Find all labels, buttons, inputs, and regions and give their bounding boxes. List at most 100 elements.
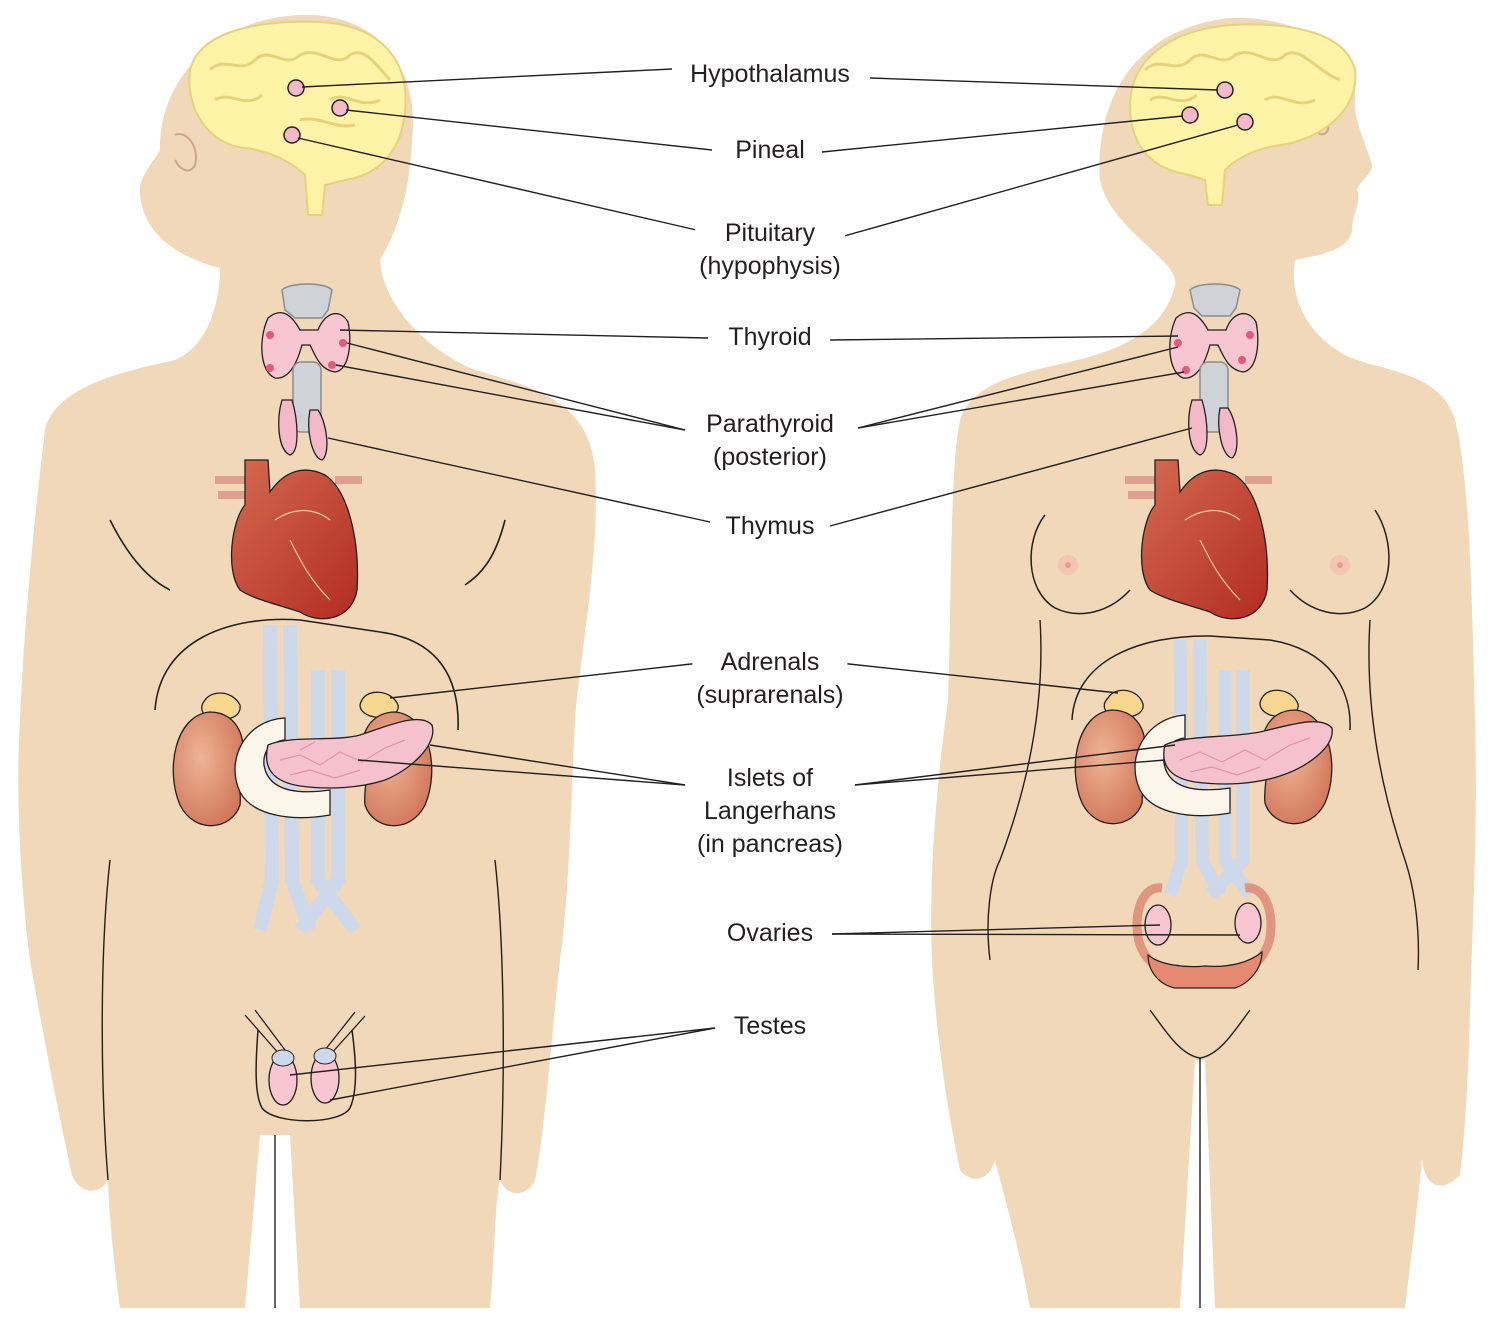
label-thymus-text: Thymus <box>725 512 815 540</box>
male-arm-line-right <box>494 859 504 1181</box>
female-larynx <box>1189 283 1241 317</box>
leader-islets-female-2 <box>854 759 1166 786</box>
leader-pineal-male <box>345 109 713 151</box>
male-epididymis <box>313 1047 337 1065</box>
male-thyroid-gland <box>261 312 351 379</box>
female-thymus-gland <box>1188 399 1238 459</box>
label-testes: Testes <box>729 1010 811 1043</box>
female-pineal-gland <box>1181 106 1199 124</box>
male-duodenum <box>234 717 331 819</box>
female-pancreas-texture <box>1179 737 1311 776</box>
label-hypothalamus-text: Hypothalamus <box>690 60 850 88</box>
label-adrenals-line2: (suprarenals) <box>696 681 844 709</box>
male-pituitary-gland <box>283 126 301 144</box>
leader-parathyroid-female-2 <box>857 371 1185 429</box>
female-ovary-right <box>1234 902 1262 944</box>
leader-islets-female-1 <box>854 744 1176 786</box>
label-adrenals-line1: Adrenals <box>720 648 820 676</box>
label-adrenals: Adrenals (suprarenals) <box>692 646 848 712</box>
male-parathyroid-dot <box>266 331 274 339</box>
female-parathyroid-dot <box>1174 339 1182 347</box>
male-epididymis <box>271 1049 295 1067</box>
label-pituitary-line2: (hypophysis) <box>699 252 841 280</box>
leader-thymus-female <box>829 427 1193 527</box>
leader-lines <box>289 68 1241 1101</box>
leader-adrenal-female <box>839 662 1119 694</box>
female-parathyroid-dot <box>1238 356 1246 364</box>
male-larynx <box>281 283 333 319</box>
leader-thyroid-male <box>339 329 709 339</box>
male-hypothalamus-gland <box>287 79 305 97</box>
female-waist-line-left <box>987 619 1042 961</box>
male-figure <box>18 14 596 1309</box>
male-parathyroid-dot <box>266 364 274 372</box>
female-aorta-vessels <box>1163 639 1256 900</box>
female-nipple-left-center <box>1065 562 1071 568</box>
leader-ovaries-2 <box>831 933 1241 936</box>
leader-ovaries-1 <box>831 924 1161 935</box>
female-parathyroid-dot <box>1246 331 1254 339</box>
label-ovaries-text: Ovaries <box>726 919 814 947</box>
label-islets-line3: (in pancreas) <box>697 830 843 858</box>
label-parathyroid: Parathyroid (posterior) <box>702 408 838 474</box>
male-parathyroid-dot <box>339 339 347 347</box>
male-body-silhouette <box>18 14 596 1309</box>
male-scrotum <box>255 1029 357 1122</box>
label-testes-text: Testes <box>733 1012 807 1040</box>
label-pineal: Pineal <box>731 134 809 167</box>
female-breast-right <box>1289 509 1390 615</box>
female-heart <box>1140 459 1269 620</box>
leader-islets-male-1 <box>429 744 686 786</box>
female-uterus <box>1147 950 1263 989</box>
male-pancreas-texture <box>279 739 406 779</box>
leader-pineal-female <box>821 115 1184 153</box>
female-hypothalamus-gland <box>1216 81 1234 99</box>
leader-pituitary-male <box>297 137 706 233</box>
label-parathyroid-line1: Parathyroid <box>706 410 834 438</box>
male-parathyroid-dot <box>328 361 336 369</box>
male-aorta-vessels <box>253 624 361 935</box>
leader-parathyroid-male-1 <box>346 342 686 431</box>
leader-testes-2 <box>329 1027 716 1101</box>
label-parathyroid-line2: (posterior) <box>713 443 827 471</box>
label-pineal-text: Pineal <box>735 136 805 164</box>
male-ribcage-line <box>154 618 459 731</box>
female-figure <box>931 17 1476 1309</box>
label-thymus: Thymus <box>721 510 819 543</box>
leader-parathyroid-female-1 <box>857 346 1179 429</box>
label-ovaries: Ovaries <box>722 917 818 950</box>
female-nipple-right-center <box>1337 562 1343 568</box>
male-heart <box>230 459 359 620</box>
female-thyroid-gland <box>1169 312 1259 379</box>
male-thymus-gland <box>278 399 328 461</box>
label-islets: Islets of Langerhans (in pancreas) <box>693 762 847 861</box>
male-brain-gyri <box>208 51 392 128</box>
leader-hypothalamus-female <box>869 77 1219 91</box>
female-pituitary-gland <box>1236 113 1254 131</box>
male-ear <box>174 133 197 172</box>
leader-thyroid-female <box>829 335 1179 341</box>
female-ribcage-line <box>1071 635 1351 731</box>
label-thyroid-text: Thyroid <box>728 323 812 351</box>
male-kidney-left <box>172 711 244 827</box>
label-thyroid: Thyroid <box>724 321 816 354</box>
female-waist-line-right <box>1368 619 1420 971</box>
leader-testes-1 <box>289 1027 716 1076</box>
label-islets-line1: Islets of <box>726 764 814 792</box>
leader-islets-male-2 <box>357 759 686 786</box>
leader-hypothalamus-male <box>301 68 673 88</box>
male-chest-line-right <box>464 519 506 586</box>
female-heart-detail <box>1184 510 1241 601</box>
female-brain-gyri <box>1143 51 1341 105</box>
label-pituitary: Pituitary (hypophysis) <box>695 217 845 283</box>
male-heart-detail <box>274 510 331 601</box>
male-brain <box>188 20 407 216</box>
female-breast-left <box>1030 514 1131 615</box>
leader-adrenal-male <box>389 662 701 699</box>
leader-parathyroid-male-2 <box>335 364 686 431</box>
male-spermatic-cords <box>244 1009 366 1056</box>
leader-pituitary-female <box>829 124 1239 241</box>
label-hypothalamus: Hypothalamus <box>686 58 854 91</box>
